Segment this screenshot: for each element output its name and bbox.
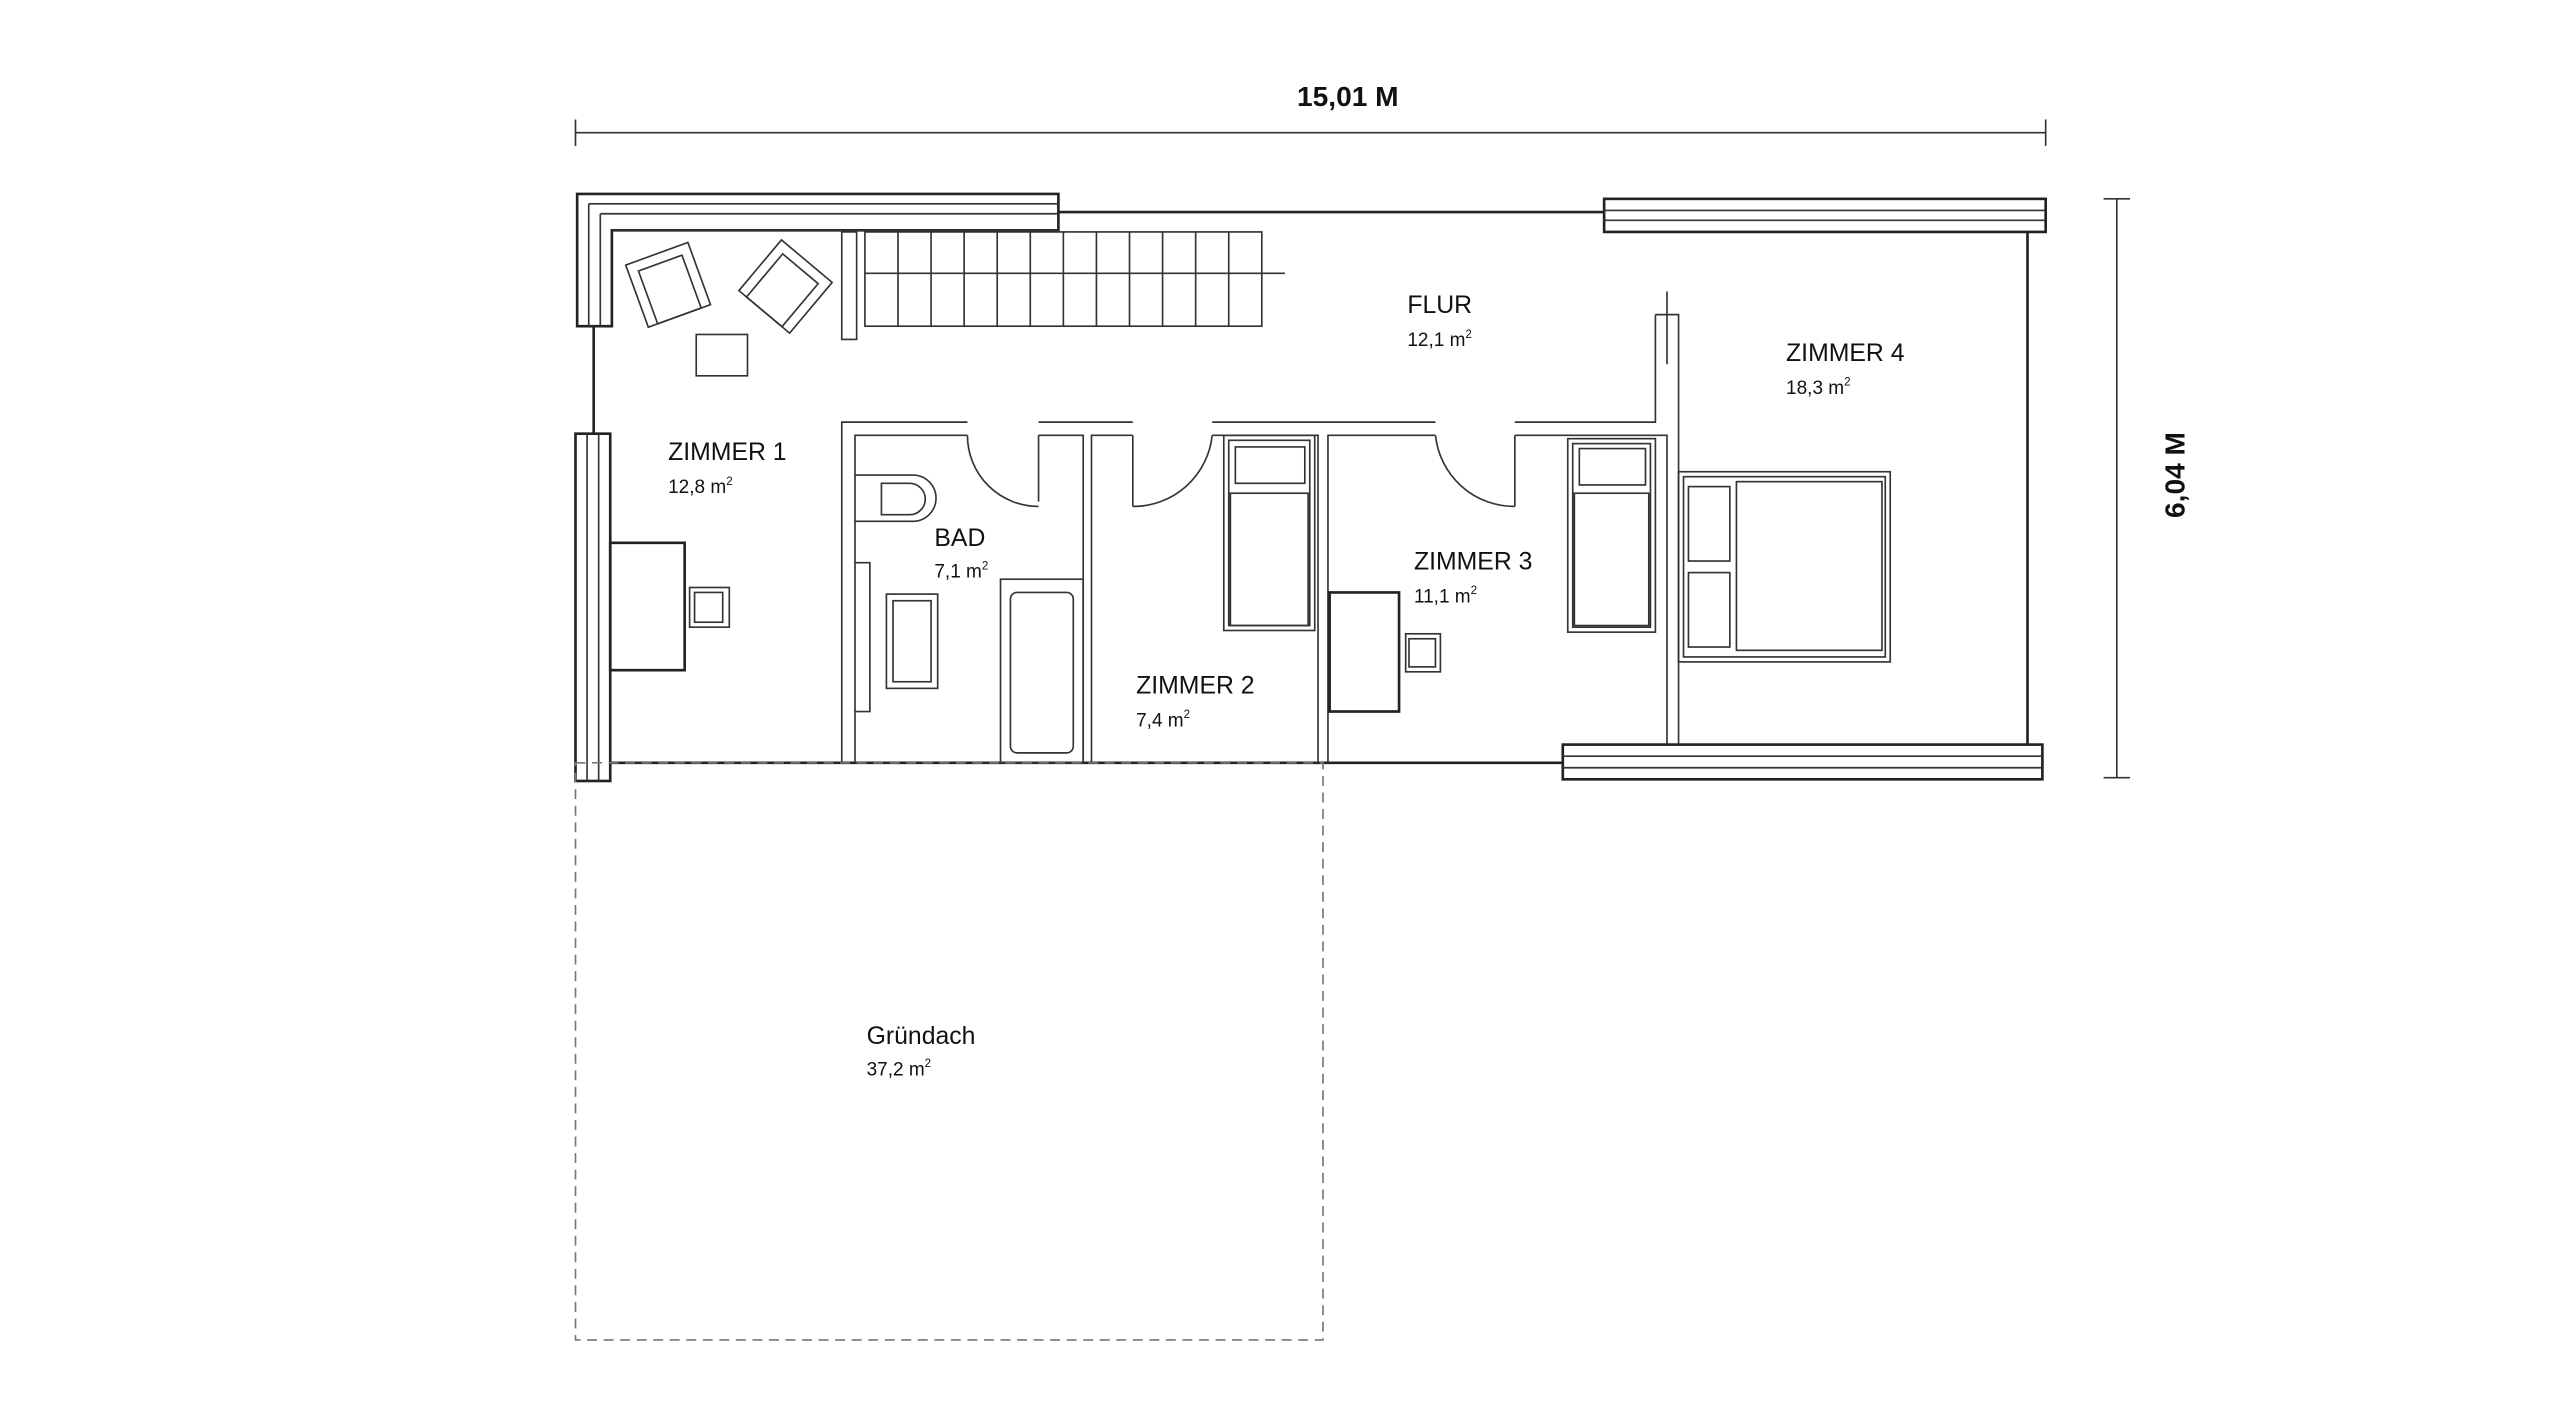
height-label: 6,04 M (2160, 432, 2191, 518)
room-label-zimmer1: ZIMMER 1 12,8 m2 (668, 439, 786, 498)
svg-text:12,1 m2: 12,1 m2 (1407, 329, 1472, 351)
room-area: 12,8 m (668, 477, 726, 498)
window-left (574, 432, 612, 783)
svg-text:12,8 m2: 12,8 m2 (668, 476, 733, 498)
toilet (854, 474, 937, 523)
room-name: ZIMMER 1 (668, 439, 786, 466)
room-name: ZIMMER 2 (1136, 672, 1254, 699)
svg-text:7,1 m2: 7,1 m2 (934, 560, 988, 582)
svg-text:7,4 m2: 7,4 m2 (1136, 709, 1190, 731)
desk (1328, 591, 1401, 713)
room-name: BAD (934, 525, 985, 552)
room-label-bad: BAD 7,1 m2 (934, 525, 988, 582)
width-dimension: 15,01 M (574, 81, 2047, 146)
sink (885, 593, 939, 690)
room-label-zimmer2: ZIMMER 2 7,4 m2 (1136, 672, 1254, 731)
green-roof-outline (574, 761, 1324, 1341)
room-name: ZIMMER 4 (1786, 340, 1905, 367)
room-label-zimmer4: ZIMMER 4 18,3 m2 (1786, 340, 1905, 399)
room-label-zimmer3: ZIMMER 3 11,1 m2 (1414, 548, 1532, 607)
double-bed (1677, 470, 1892, 663)
single-bed (1222, 434, 1316, 632)
svg-text:37,2 m2: 37,2 m2 (867, 1058, 932, 1080)
chair (1404, 632, 1442, 673)
window-bottom-right (1561, 743, 2044, 781)
side-table (695, 333, 749, 377)
chair (688, 586, 731, 629)
armchair (737, 238, 834, 335)
window-top-right (1602, 197, 2048, 234)
room-area: 7,4 m (1136, 710, 1184, 731)
outer-walls (592, 210, 2029, 765)
bathtub (999, 578, 1085, 764)
svg-text:11,1 m2: 11,1 m2 (1414, 585, 1477, 607)
armchair (624, 241, 712, 329)
room-name: FLUR (1407, 292, 1472, 319)
height-dimension: 6,04 M (2103, 198, 2191, 779)
single-bed (1566, 437, 1657, 633)
room-label-flur: FLUR 12,1 m2 (1407, 292, 1472, 351)
room-area: 37,2 m (867, 1059, 925, 1080)
desk (608, 541, 686, 672)
window-top-left (575, 192, 1060, 328)
room-area: 12,1 m (1407, 330, 1465, 351)
room-name: ZIMMER 3 (1414, 548, 1532, 575)
room-label-gruendach: Gründach 37,2 m2 (867, 1023, 976, 1080)
room-area: 18,3 m (1786, 378, 1844, 399)
room-name: Gründach (867, 1023, 976, 1050)
svg-text:18,3 m2: 18,3 m2 (1786, 377, 1851, 399)
interior-walls (840, 291, 1680, 763)
staircase (840, 231, 1285, 341)
room-area: 11,1 m (1414, 586, 1471, 607)
room-area: 7,1 m (934, 562, 982, 583)
wall-niche (854, 561, 871, 713)
width-label: 15,01 M (1297, 81, 1399, 112)
